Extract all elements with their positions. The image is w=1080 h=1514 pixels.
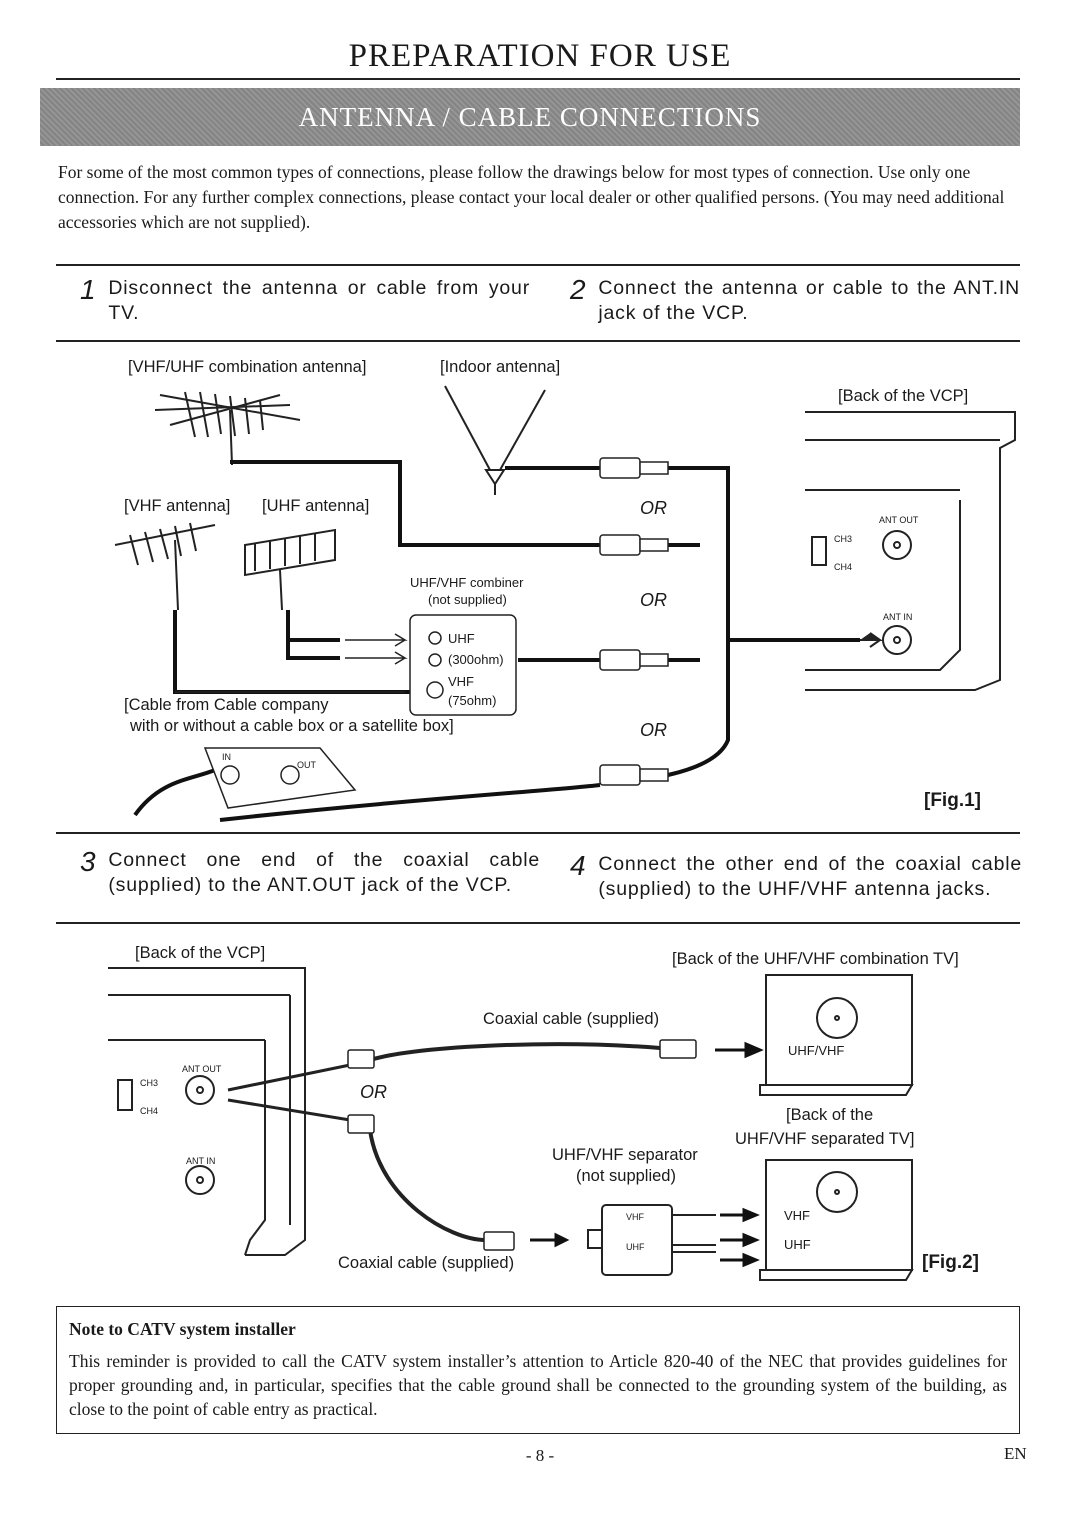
fig1-caption: [Fig.1] <box>924 790 981 811</box>
section-banner: ANTENNA / CABLE CONNECTIONS <box>40 88 1020 146</box>
separated-tv-label: [Back of the <box>786 1106 874 1124</box>
separator-label: UHF/VHF separator <box>552 1146 698 1164</box>
vcp-back-icon <box>108 967 306 1256</box>
step-number: 2 <box>570 274 587 305</box>
fig1-diagram <box>114 385 1016 822</box>
combination-antenna-icon <box>154 391 301 466</box>
combiner-vhf-label: VHF <box>448 674 474 689</box>
or-label: OR <box>360 1082 387 1102</box>
cable-company-note: with or without a cable box or a satelli… <box>130 717 454 735</box>
coax-plug-icon <box>347 1039 697 1251</box>
steps-bottom-rule <box>56 922 1020 924</box>
intro-paragraph: For some of the most common types of con… <box>58 162 1005 232</box>
step-text: Connect one end of the coaxial cable (su… <box>108 849 540 896</box>
step-4: 4 Connect the other end of the coaxial c… <box>570 852 1022 902</box>
step-number: 1 <box>80 274 97 305</box>
section-title: ANTENNA / CABLE CONNECTIONS <box>298 101 762 132</box>
indoor-antenna-icon <box>444 385 546 495</box>
steps-bottom-rule <box>56 340 1020 342</box>
page-title: PREPARATION FOR USE <box>348 38 732 74</box>
step-2: 2 Connect the antenna or cable to the AN… <box>570 276 1020 326</box>
combo-tv-jack-label: UHF/VHF <box>788 1043 845 1058</box>
vcp-ant-in-label: ANT IN <box>186 1156 216 1166</box>
title-rule <box>56 78 1020 80</box>
cable-box-icon <box>203 747 357 809</box>
step-text: Connect the antenna or cable to the ANT.… <box>598 277 1020 324</box>
step-3: 3 Connect one end of the coaxial cable (… <box>80 848 540 898</box>
separated-tv-label-2: UHF/VHF separated TV] <box>735 1130 915 1148</box>
uhf-antenna-label: [UHF antenna] <box>262 497 370 515</box>
combiner-75ohm-label: (75ohm) <box>448 693 497 708</box>
cable-box-in-label: IN <box>222 752 231 762</box>
combiner-uhf-label: UHF <box>448 631 475 646</box>
steps-top-rule <box>56 832 1020 834</box>
step-text: Connect the other end of the coaxial cab… <box>598 853 1022 900</box>
vcp-ant-in-label: ANT IN <box>883 612 913 622</box>
cable-company-label: [Cable from Cable company <box>124 696 329 714</box>
separated-tv-vhf-label: VHF <box>784 1208 810 1223</box>
arrow-icon <box>530 1041 764 1268</box>
coax-plug-icon <box>599 457 669 786</box>
uhf-antenna-icon <box>244 528 336 611</box>
note-text: This reminder is provided to call the CA… <box>69 1351 1007 1419</box>
or-label: OR <box>640 590 667 610</box>
coax-cable-label: Coaxial cable (supplied) <box>338 1254 515 1272</box>
combo-antenna-label: [VHF/UHF combination antenna] <box>128 358 367 376</box>
vcp-ch3-label: CH3 <box>140 1078 159 1088</box>
or-label: OR <box>640 720 667 740</box>
cable-box-out-label: OUT <box>297 760 316 770</box>
step-1: 1 Disconnect the antenna or cable from y… <box>80 276 530 326</box>
vcp-back-icon <box>805 411 1016 691</box>
step-number: 3 <box>80 846 97 877</box>
vcp-ch4-label: CH4 <box>834 562 853 572</box>
combo-tv-label: [Back of the UHF/VHF combination TV] <box>672 950 959 968</box>
indoor-antenna-label: [Indoor antenna] <box>440 358 561 376</box>
vcp-ch4-label: CH4 <box>140 1106 159 1116</box>
vhf-antenna-label: [VHF antenna] <box>124 497 231 515</box>
page-number: - 8 - <box>525 1446 555 1465</box>
uhf-vhf-separator-icon <box>587 1204 716 1276</box>
vcp-back-label: [Back of the VCP] <box>838 387 969 405</box>
note-title: Note to CATV system installer <box>69 1319 296 1339</box>
language-code: EN <box>1004 1444 1027 1463</box>
step-number: 4 <box>570 850 587 881</box>
combiner-300ohm-label: (300ohm) <box>448 652 504 667</box>
separated-tv-uhf-label: UHF <box>784 1237 811 1252</box>
vcp-back-label: [Back of the VCP] <box>135 944 266 962</box>
catv-note-box: Note to CATV system installer This remin… <box>56 1306 1020 1434</box>
combination-tv-icon <box>759 974 914 1096</box>
separator-note: (not supplied) <box>576 1167 676 1185</box>
fig2-caption: [Fig.2] <box>922 1252 979 1273</box>
or-label: OR <box>640 498 667 518</box>
step-text: Disconnect the antenna or cable from you… <box>108 277 530 324</box>
combiner-note: (not supplied) <box>428 592 507 607</box>
vhf-antenna-icon <box>114 522 216 611</box>
coax-cable-label: Coaxial cable (supplied) <box>483 1010 660 1028</box>
separated-tv-icon <box>759 1159 914 1281</box>
vcp-ch3-label: CH3 <box>834 534 853 544</box>
combiner-box-icon <box>175 614 517 716</box>
vcp-ant-out-label: ANT OUT <box>182 1064 222 1074</box>
separator-vhf-label: VHF <box>626 1212 644 1222</box>
fig2-diagram <box>108 967 914 1281</box>
vcp-ant-out-label: ANT OUT <box>879 515 919 525</box>
combiner-label: UHF/VHF combiner <box>410 575 524 590</box>
separator-uhf-label: UHF <box>626 1242 645 1252</box>
steps-top-rule <box>56 264 1020 266</box>
